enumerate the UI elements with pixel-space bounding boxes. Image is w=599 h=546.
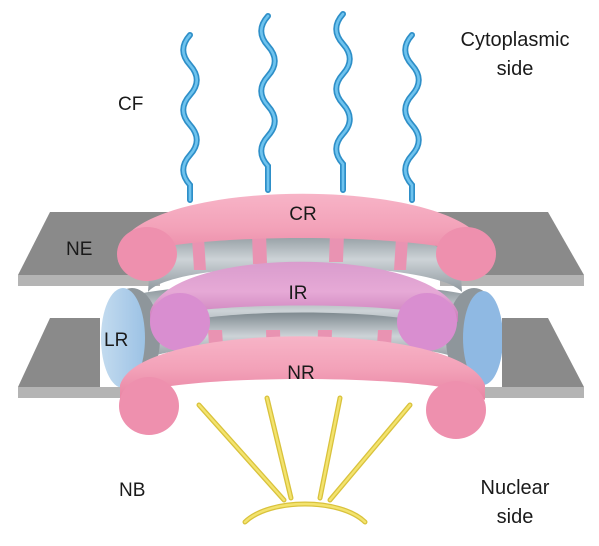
- filament: [259, 14, 277, 192]
- cr-end-left: [117, 227, 177, 281]
- label-cytoplasmic-side-line1: Cytoplasmic: [461, 29, 570, 51]
- label-ir: IR: [289, 283, 308, 304]
- filament: [403, 33, 421, 202]
- spoke: [252, 233, 267, 264]
- filament: [258, 13, 278, 193]
- envelope-lower-right: [502, 318, 584, 387]
- label-nb: NB: [119, 480, 145, 501]
- envelope-lower-right-edge: [475, 387, 584, 398]
- basket-filament: [197, 403, 286, 502]
- spoke: [329, 232, 344, 262]
- label-cr: CR: [289, 204, 316, 225]
- basket-filament: [318, 396, 342, 500]
- basket-distal-ring: [243, 502, 367, 524]
- ir-end-right: [397, 293, 457, 351]
- nuclear-envelope-lower: [18, 318, 584, 398]
- cr-torus: [118, 193, 488, 262]
- cytoplasmic-ring: [117, 193, 496, 281]
- label-ne: NE: [66, 239, 92, 260]
- channel-lower: [145, 312, 462, 360]
- envelope-lower-left: [18, 318, 100, 387]
- label-nuclear-side-line1: Nuclear: [481, 477, 550, 499]
- envelope-lower-left-edge: [18, 387, 130, 398]
- spoke: [394, 238, 408, 270]
- envelope-upper-left-edge: [18, 275, 160, 286]
- ir-torus: [150, 261, 458, 322]
- cytoplasmic-filaments: [180, 11, 422, 203]
- nr-end-right: [426, 381, 486, 439]
- label-cf: CF: [118, 94, 143, 115]
- basket-filament: [328, 403, 412, 502]
- nr-end-left: [119, 377, 179, 435]
- label-cytoplasmic-side-line2: side: [497, 58, 534, 80]
- filament: [334, 12, 352, 192]
- cr-end-right: [436, 227, 496, 281]
- inner-ring: [150, 261, 458, 351]
- label-nuclear-side-line2: side: [497, 506, 534, 528]
- nr-torus: [120, 336, 485, 400]
- filament: [181, 33, 199, 202]
- label-nr: NR: [287, 363, 314, 384]
- ir-end-left: [150, 293, 210, 351]
- nuclear-ring: [119, 336, 486, 439]
- channel-upper: [148, 226, 462, 292]
- label-lr: LR: [104, 330, 128, 351]
- nuclear-basket: [196, 395, 413, 525]
- spoke: [192, 238, 206, 270]
- basket-filament: [265, 396, 293, 500]
